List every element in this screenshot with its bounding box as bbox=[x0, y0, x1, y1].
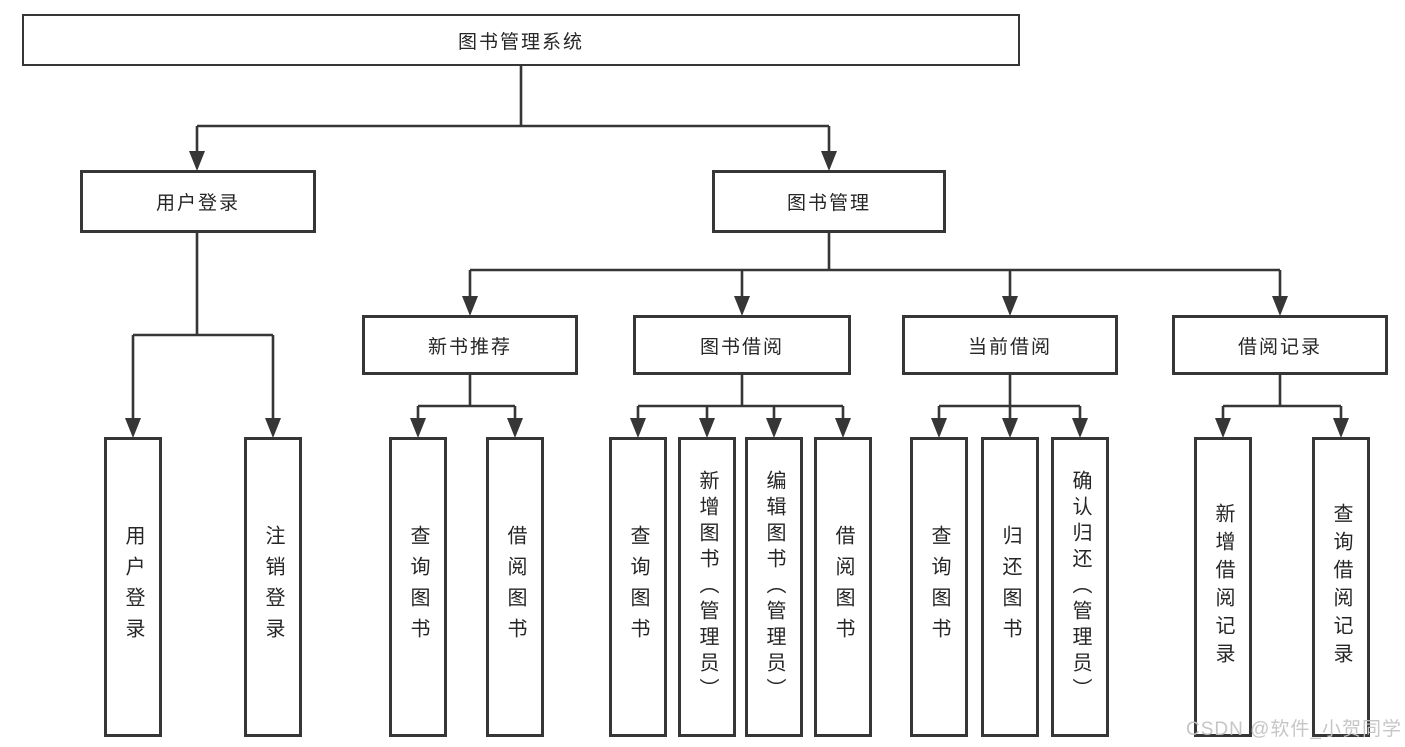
leaf-query-book-current: 查询图书 bbox=[910, 437, 968, 737]
node-user-login-label: 用户登录 bbox=[155, 193, 240, 214]
node-current-borrow: 当前借阅 bbox=[902, 315, 1118, 375]
leaf-query-borrow-record-label: 查询借阅记录 bbox=[1330, 503, 1352, 671]
leaf-query-book-borrow: 查询图书 bbox=[609, 437, 667, 737]
leaf-add-book-admin: 新增图书（管理员） bbox=[678, 437, 736, 737]
node-new-book-recommend: 新书推荐 bbox=[362, 315, 578, 375]
leaf-return-book: 归还图书 bbox=[981, 437, 1039, 737]
node-library-system-label: 图书管理系统 bbox=[457, 31, 584, 53]
leaf-query-book-recommend-label: 查询图书 bbox=[407, 525, 429, 649]
leaf-query-book-current-label: 查询图书 bbox=[928, 525, 950, 649]
leaf-user-login: 用户登录 bbox=[104, 437, 162, 737]
leaf-user-login-label: 用户登录 bbox=[122, 525, 144, 649]
leaf-logout: 注销登录 bbox=[244, 437, 302, 737]
node-library-system: 图书管理系统 bbox=[22, 14, 1020, 66]
node-book-borrow-label: 图书借阅 bbox=[699, 336, 784, 358]
node-book-management: 图书管理 bbox=[712, 170, 946, 233]
node-borrow-records: 借阅记录 bbox=[1172, 315, 1388, 375]
arrowheads bbox=[125, 151, 1349, 438]
csdn-watermark: CSDN @软件_小贺同学 bbox=[1186, 719, 1402, 740]
leaf-add-book-admin-label: 新增图书（管理员） bbox=[696, 470, 718, 704]
leaf-add-borrow-record: 新增借阅记录 bbox=[1194, 437, 1252, 737]
leaf-logout-label: 注销登录 bbox=[262, 525, 284, 649]
leaf-edit-book-admin: 编辑图书（管理员） bbox=[745, 437, 803, 737]
node-current-borrow-label: 当前借阅 bbox=[967, 336, 1052, 358]
leaf-query-book-recommend: 查询图书 bbox=[389, 437, 447, 737]
leaf-confirm-return-admin-label: 确认归还（管理员） bbox=[1069, 470, 1091, 704]
node-borrow-records-label: 借阅记录 bbox=[1237, 336, 1322, 358]
leaf-borrow-book-recommend-label: 借阅图书 bbox=[504, 525, 526, 649]
leaf-return-book-label: 归还图书 bbox=[999, 525, 1021, 649]
leaf-edit-book-admin-label: 编辑图书（管理员） bbox=[763, 470, 785, 704]
node-book-borrow: 图书借阅 bbox=[633, 315, 851, 375]
node-book-management-label: 图书管理 bbox=[786, 193, 871, 214]
leaf-add-borrow-record-label: 新增借阅记录 bbox=[1212, 503, 1234, 671]
leaf-query-borrow-record: 查询借阅记录 bbox=[1312, 437, 1370, 737]
leaf-borrow-book-recommend: 借阅图书 bbox=[486, 437, 544, 737]
leaf-query-book-borrow-label: 查询图书 bbox=[627, 525, 649, 649]
node-user-login: 用户登录 bbox=[80, 170, 316, 233]
node-new-book-recommend-label: 新书推荐 bbox=[427, 336, 512, 358]
leaf-confirm-return-admin: 确认归还（管理员） bbox=[1051, 437, 1109, 737]
leaf-borrow-book-label: 借阅图书 bbox=[832, 525, 854, 649]
leaf-borrow-book: 借阅图书 bbox=[814, 437, 872, 737]
